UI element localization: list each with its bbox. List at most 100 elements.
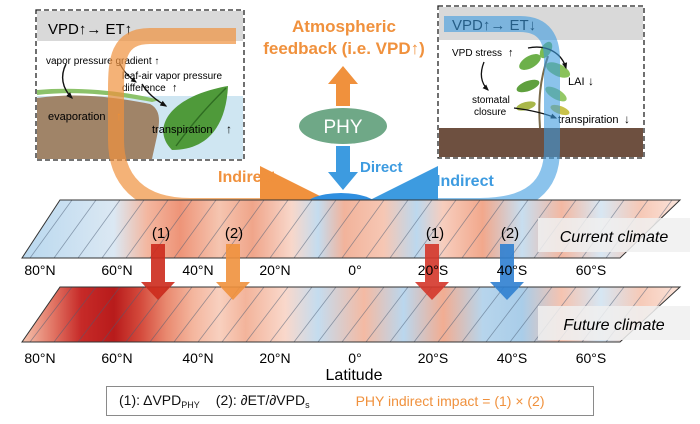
latitude-ticks-current: 80°N 60°N 40°N 20°N 0° 20°S 40°S 60°S (24, 262, 606, 278)
future-climate-band (21, 286, 682, 343)
band-grid-line (101, 287, 145, 342)
band-grid-line (197, 200, 241, 258)
band-grid-line (29, 200, 73, 258)
soil-area (37, 95, 159, 159)
future-band-outline (21, 286, 682, 343)
band-grid-line (341, 200, 385, 258)
impact-arrows: (1) (2) (1) (2) (141, 225, 524, 300)
lat-tick: 20°N (259, 350, 290, 366)
band-grid-line (125, 200, 169, 258)
plant-leaf (516, 79, 540, 93)
band-grid-line (509, 200, 553, 258)
arrow-1-south (415, 244, 449, 300)
vpd-stress-arrow: ↑ (508, 47, 514, 59)
band-grid-line (437, 287, 481, 342)
band-grid-line (293, 287, 337, 342)
legend-part1-sub: PHY (181, 400, 200, 410)
lat-tick: 60°S (576, 350, 607, 366)
band-grid-line (413, 200, 457, 258)
leaf-air-arrow: ↑ (172, 82, 178, 94)
indirect-right-label: Indirect (436, 173, 494, 190)
evaporation-arrow (61, 63, 73, 99)
arrow-label-2-south: (2) (501, 225, 519, 242)
band-grid-line (269, 200, 313, 258)
phy-node (299, 108, 387, 144)
band-grid-line (77, 287, 121, 342)
evaporation-label: evaporation (48, 111, 106, 123)
lat-tick: 80°N (24, 350, 55, 366)
lat-tick: 40°N (182, 262, 213, 278)
band-grid-line (365, 200, 409, 258)
transpiration-arrow (141, 83, 168, 107)
band-grid-line (173, 200, 217, 258)
arrow-label-2-north: (2) (225, 225, 243, 242)
stress-to-closure-arrow (480, 61, 489, 91)
transpiration-arrow-right: ↓ (624, 112, 630, 126)
feedback-up-arrow (328, 66, 358, 106)
direct-label: Direct (360, 159, 403, 176)
plant-leaf (516, 101, 536, 111)
lat-tick: 80°N (24, 262, 55, 278)
band-grid-line (173, 287, 217, 342)
legend-part2: (2): ∂ET/∂VPDs (216, 392, 310, 410)
band-grid-line (221, 287, 265, 342)
band-grid-line (53, 287, 97, 342)
lat-tick: 40°S (497, 262, 528, 278)
band-grid-line (389, 287, 433, 342)
lat-tick: 20°S (418, 262, 449, 278)
legend-impact-value: = (1) × (2) (482, 393, 545, 409)
plant-leaf (519, 54, 541, 70)
vpd-stress-label: VPD stress (452, 48, 502, 59)
vapor-gradient-label: vapor pressure gradient ↑ (46, 56, 159, 67)
leaf-air-label-line1: leaf-air vapor pressure (122, 71, 222, 82)
arrow-1-north (141, 244, 175, 300)
transpiration-label-left: transpiration (152, 124, 213, 136)
direct-down-arrow (328, 146, 358, 190)
band-grid-line (413, 287, 457, 342)
latitude-axis-title: Latitude (326, 367, 383, 384)
band-grid-line (317, 200, 361, 258)
band-grid-line (149, 287, 193, 342)
band-grid-line (101, 200, 145, 258)
arrow-2-south (490, 244, 524, 300)
future-band-fill (22, 287, 680, 342)
band-grid-line (29, 287, 73, 342)
legend-box: (1): ΔVPDPHY (2): ∂ET/∂VPDs PHY indirect… (106, 386, 594, 416)
band-grid-line (245, 287, 289, 342)
band-grid-line (365, 287, 409, 342)
lat-tick: 20°S (418, 350, 449, 366)
lat-tick: 20°N (259, 262, 290, 278)
lat-tick: 0° (348, 350, 361, 366)
lat-tick: 40°S (497, 350, 528, 366)
right-panel-soil (439, 128, 643, 157)
current-band-fill (22, 200, 680, 258)
band-grid-line (461, 200, 505, 258)
legend-part2-text: (2): ∂ET/∂VPD (215, 392, 306, 408)
legend-part2-sub: s (305, 400, 310, 410)
legend-part1: (1): ΔVPDPHY (119, 392, 200, 410)
band-grid-line (485, 200, 529, 258)
future-climate-label: Future climate (563, 317, 664, 334)
band-grid-line (245, 200, 289, 258)
arrow-label-1-north: (1) (152, 225, 170, 242)
lat-tick: 40°N (182, 350, 213, 366)
lai-arrow: ↓ (588, 74, 594, 88)
band-grid-line (293, 200, 337, 258)
current-climate-label: Current climate (560, 229, 669, 246)
left-panel-title: VPD↑→ ET↑ (48, 21, 132, 38)
legend-part1-text: (1): ΔVPD (119, 392, 182, 408)
lat-tick: 60°S (576, 262, 607, 278)
band-grid-line (77, 200, 121, 258)
lai-label: LAI (568, 76, 585, 88)
indirect-left-label: Indirect (218, 169, 276, 186)
band-grid-line (269, 287, 313, 342)
lat-tick: 0° (348, 262, 361, 278)
lat-tick: 60°N (101, 350, 132, 366)
band-grid-line (437, 200, 481, 258)
future-climate-label-box (538, 306, 690, 340)
transpiration-arrow-left: ↑ (226, 122, 232, 136)
band-grid-line (53, 200, 97, 258)
arrow-label-1-south: (1) (426, 225, 444, 242)
leaf-vein (175, 87, 227, 147)
